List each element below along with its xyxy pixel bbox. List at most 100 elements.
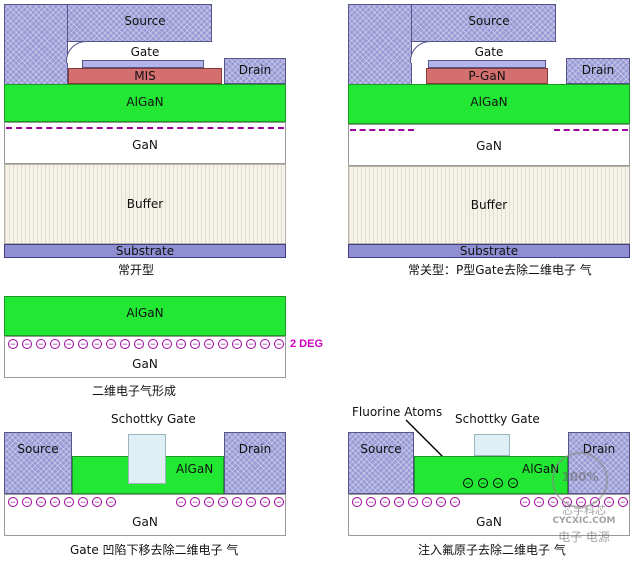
schottky-gate-label: Schottky Gate (455, 412, 540, 426)
mis-label: MIS (134, 69, 156, 83)
source-label: Source (124, 14, 166, 28)
electron: − (394, 497, 404, 507)
source-electrode (348, 432, 414, 494)
electron: − (120, 339, 130, 349)
drain-label: Drain (238, 63, 272, 77)
electron: − (450, 497, 460, 507)
buffer-label: Buffer (470, 198, 508, 212)
electron: − (106, 497, 116, 507)
electron: − (218, 497, 228, 507)
algan-label: AlGaN (470, 95, 508, 109)
gate-label: Gate (130, 45, 160, 59)
drain-electrode (224, 432, 286, 494)
electron: − (260, 339, 270, 349)
electron: − (162, 339, 172, 349)
substrate-label: Substrate (459, 244, 519, 258)
2deg-line (6, 127, 284, 129)
electron: − (218, 339, 228, 349)
pgan-label: P-GaN (468, 69, 506, 83)
electron: − (232, 497, 242, 507)
electron-row: − − − − − − − − − − − − − − − − (4, 497, 286, 509)
schottky-gate (474, 434, 510, 456)
electron: − (64, 339, 74, 349)
electron: − (232, 339, 242, 349)
electron: − (534, 497, 544, 507)
source-label: Source (360, 442, 402, 456)
mis-layer (68, 68, 222, 84)
gan-label: GaN (476, 515, 502, 529)
watermark-brand: 芯宇科芯 (562, 504, 606, 517)
electron: − (50, 339, 60, 349)
gan-label: GaN (132, 515, 158, 529)
electron: − (78, 497, 88, 507)
electron: − (22, 497, 32, 507)
gan-layer (4, 122, 286, 164)
source-gate-connector (348, 4, 412, 84)
electron: − (204, 497, 214, 507)
electron: − (8, 339, 18, 349)
electron: − (8, 497, 18, 507)
algan-label: AlGaN (126, 306, 164, 320)
buffer-label: Buffer (126, 197, 164, 211)
electron: − (106, 339, 116, 349)
electron: − (520, 497, 530, 507)
2deg-line-right (554, 129, 628, 131)
electron-row: − − − − − − − − − − − − − − − − − − − − (4, 339, 286, 351)
electron: − (422, 497, 432, 507)
electron: − (548, 497, 558, 507)
electron: − (36, 339, 46, 349)
electron: − (260, 497, 270, 507)
gate-electrode (428, 60, 546, 68)
source-label: Source (17, 442, 59, 456)
electron: − (22, 339, 32, 349)
electron: − (92, 339, 102, 349)
electron: − (246, 339, 256, 349)
drain-label: Drain (238, 442, 272, 456)
electron: − (604, 497, 614, 507)
caption-2deg: 二维电子气形成 (92, 384, 177, 398)
schottky-gate-label: Schottky Gate (111, 412, 196, 426)
algan-label: AlGaN (126, 95, 164, 109)
schottky-gate (128, 434, 166, 484)
buffer-layer (4, 164, 286, 244)
watermark: 100% 芯宇科芯 CYCXIC.COM 电子 电源 (538, 452, 630, 552)
electron: − (380, 497, 390, 507)
caption-fluorine: 注入氟原子去除二维电子 气 (418, 543, 566, 557)
electron: − (274, 339, 284, 349)
algan-label: AlGaN (522, 462, 560, 476)
caption-normally-off: 常关型：P型Gate去除二维电子 气 (408, 263, 592, 277)
drain-electrode (566, 58, 630, 84)
algan-layer (4, 296, 286, 336)
electron: − (176, 339, 186, 349)
watermark-stamp-circle (552, 452, 608, 508)
electron: − (436, 497, 446, 507)
electron: − (366, 497, 376, 507)
gate-label: Gate (474, 45, 504, 59)
2deg-label: 2 DEG (290, 338, 324, 350)
electron: − (134, 339, 144, 349)
algan-label: AlGaN (176, 462, 214, 476)
substrate-label: Substrate (115, 244, 175, 258)
electron: − (148, 339, 158, 349)
gate-electrode (82, 60, 204, 68)
electron: − (50, 497, 60, 507)
fluorine-atom: − (508, 478, 518, 488)
electron: − (274, 497, 284, 507)
fluorine-atom: − (493, 478, 503, 488)
gan-label: GaN (132, 357, 158, 371)
drain-label: Drain (582, 442, 616, 456)
substrate-layer (4, 244, 286, 258)
watermark-stamp-text: 100% (561, 470, 599, 484)
source-gate-connector (4, 4, 68, 84)
electron: − (352, 497, 362, 507)
substrate-layer (348, 244, 630, 258)
drain-electrode (224, 58, 286, 84)
caption-recessed-gate: Gate 凹陷下移去除二维电子 气 (70, 543, 239, 557)
watermark-name: 电子 电源 (558, 530, 610, 544)
gan-label: GaN (476, 139, 502, 153)
watermark-site: CYCXIC.COM (552, 516, 616, 526)
electron: − (64, 497, 74, 507)
electron: − (618, 497, 628, 507)
source-label: Source (468, 14, 510, 28)
electron: − (176, 497, 186, 507)
